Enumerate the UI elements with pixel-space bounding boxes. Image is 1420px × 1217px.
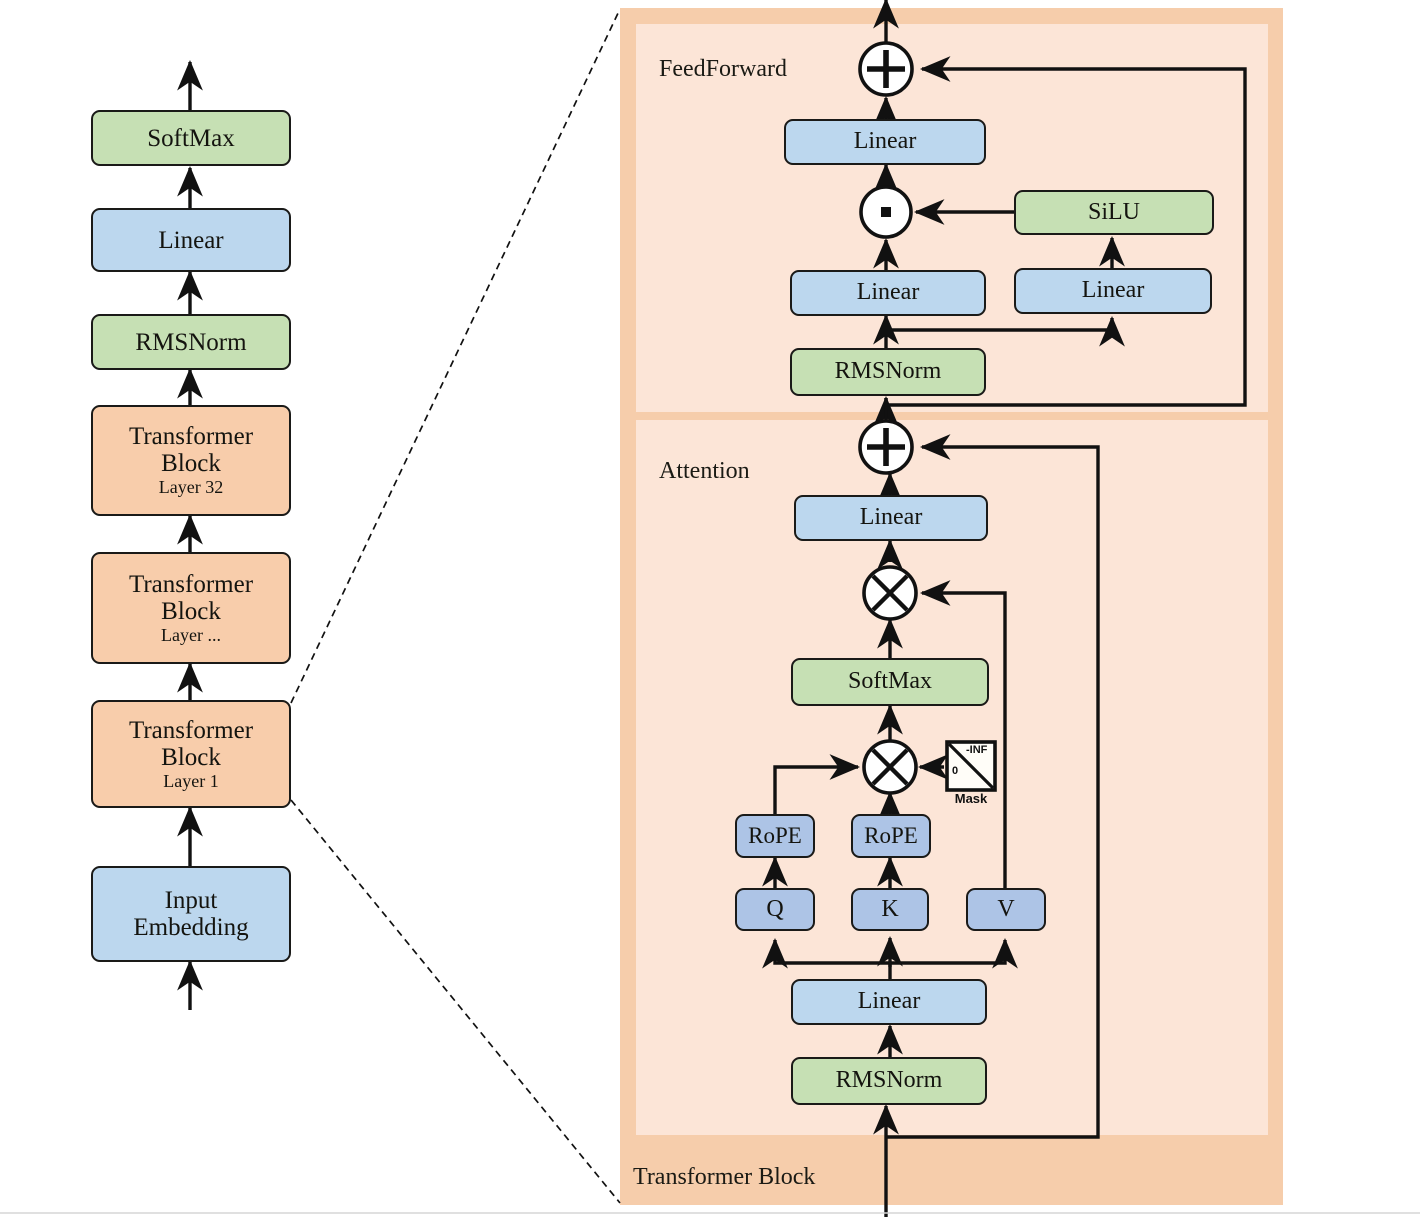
block-label: V [997,895,1015,922]
block-label-line1: Transformer [128,423,254,451]
block-sublabel: Layer ... [161,624,221,645]
block-label: SoftMax [848,668,932,695]
block-sublabel: Layer 32 [158,477,224,498]
block-label: RoPE [864,822,918,848]
block-label: Linear [1081,277,1145,304]
stack-block-input-embedding[interactable]: Input Embedding [91,866,291,962]
attn-rope-k[interactable]: RoPE [851,814,931,858]
stack-block-linear[interactable]: Linear [91,208,291,272]
block-label: Linear [859,504,923,531]
stack-block-transformer-layer-32[interactable]: Transformer Block Layer 32 [91,405,291,516]
block-label: Linear [158,226,224,254]
ff-linear-gate-proj[interactable]: Linear [1014,268,1212,314]
attn-key[interactable]: K [851,888,929,931]
stack-block-transformer-layer-ellipsis[interactable]: Transformer Block Layer ... [91,552,291,664]
stack-block-rmsnorm[interactable]: RMSNorm [91,314,291,370]
block-label-line1: Transformer [128,716,254,744]
attn-softmax[interactable]: SoftMax [791,658,989,706]
transformer-block-container-label: Transformer Block [633,1164,816,1190]
mask-upper-value: -INF [966,744,988,756]
block-label-line1: Input [164,887,218,914]
ff-linear-up-proj[interactable]: Linear [790,270,986,316]
block-label-line1: Transformer [128,570,254,598]
block-label: Linear [856,279,920,306]
ff-rmsnorm[interactable]: RMSNorm [790,348,986,396]
block-label: Q [766,895,784,922]
attention-section-label: Attention [659,458,750,484]
block-sublabel: Layer 1 [163,770,219,791]
block-label-line2: Block [161,597,221,625]
stack-block-softmax[interactable]: SoftMax [91,110,291,166]
mask-caption: Mask [954,791,988,806]
attn-linear-out-proj[interactable]: Linear [794,495,988,541]
ff-silu[interactable]: SiLU [1014,190,1214,235]
attn-rope-q[interactable]: RoPE [735,814,815,858]
block-label: RMSNorm [834,358,942,385]
block-label: K [881,895,899,922]
block-label-line2: Block [161,743,221,771]
attn-query[interactable]: Q [735,888,815,931]
block-label: RMSNorm [835,1067,943,1094]
block-label-line2: Block [161,450,221,478]
block-label: SoftMax [147,124,235,152]
attn-rmsnorm[interactable]: RMSNorm [791,1057,987,1105]
attn-value[interactable]: V [966,888,1046,931]
mask-lower-value: 0 [952,765,959,777]
block-label-line2: Embedding [133,914,249,941]
block-label: Linear [853,128,917,155]
stack-block-transformer-layer-1[interactable]: Transformer Block Layer 1 [91,700,291,808]
block-label: RoPE [748,822,802,848]
block-label: RMSNorm [135,328,247,356]
block-label: SiLU [1087,198,1140,225]
block-label: Linear [857,988,921,1015]
ff-linear-down-proj[interactable]: Linear [784,119,986,165]
feedforward-section-label: FeedForward [659,56,787,82]
attn-linear-qkv-proj[interactable]: Linear [791,979,987,1025]
